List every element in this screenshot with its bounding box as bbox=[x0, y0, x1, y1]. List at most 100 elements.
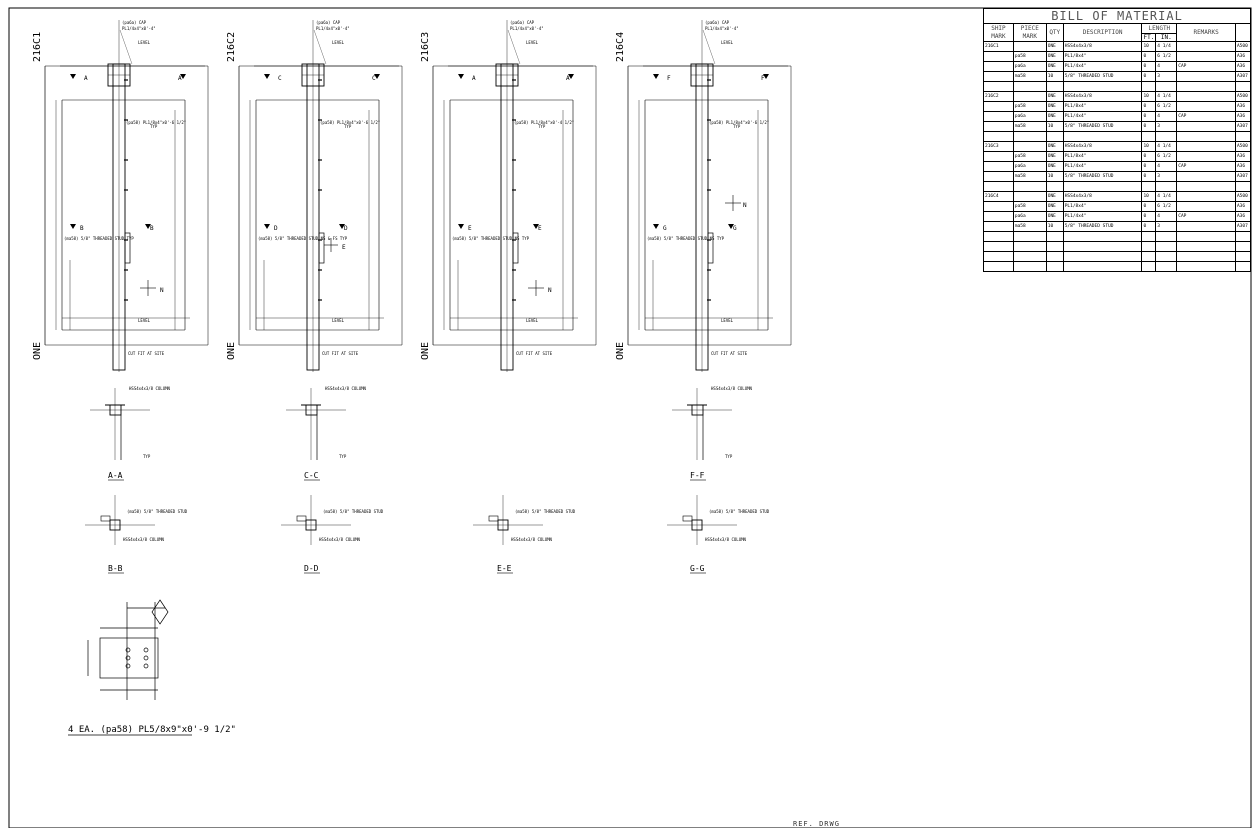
section-arrow bbox=[763, 74, 769, 79]
cap-callout: (pa6a) CAP bbox=[122, 20, 147, 25]
section-arrow bbox=[264, 224, 270, 229]
column-callout: HSS4x4x3/8 COLUMN bbox=[511, 537, 553, 542]
bom-cell-ft: 0 bbox=[1141, 151, 1157, 162]
bom-cell-in: 4 bbox=[1155, 211, 1178, 222]
section-arrow bbox=[728, 224, 734, 229]
typ-label: TYP bbox=[150, 124, 158, 129]
bom-cell-rem bbox=[1176, 51, 1236, 62]
bom-cell-desc: HSS4x4x3/8 bbox=[1062, 91, 1143, 102]
bom-cell-qty bbox=[1045, 131, 1064, 142]
site-note: CUT FIT AT SITE bbox=[711, 351, 748, 356]
bom-header-ft: FT. bbox=[1141, 33, 1157, 42]
section-label: A-A bbox=[108, 471, 123, 480]
bom-cell-piece bbox=[1012, 261, 1047, 272]
section-marker: D bbox=[274, 225, 278, 232]
section-marker: E bbox=[538, 225, 542, 232]
bom-cell-grade: A307 bbox=[1234, 71, 1252, 82]
section-marker: G bbox=[733, 225, 737, 232]
bom-cell-qty: ONE bbox=[1045, 151, 1064, 162]
clip-callout: (pa58) PL1/8x4"x0'-6 1/2" bbox=[320, 120, 380, 125]
bom-cell-in bbox=[1155, 261, 1178, 272]
bom-cell-ship bbox=[983, 131, 1014, 142]
north-label: N bbox=[743, 202, 747, 209]
bom-cell-desc: 5/8" THREADED STUD bbox=[1062, 171, 1143, 182]
bom-row bbox=[983, 81, 1252, 92]
leader-line bbox=[507, 29, 521, 65]
cap-callout: (pa6a) CAP bbox=[316, 20, 341, 25]
bom-cell-piece bbox=[1012, 131, 1047, 142]
stud-plate-section bbox=[100, 515, 111, 522]
bom-cell-ship: 216C4 bbox=[983, 191, 1014, 202]
bom-cell-grade bbox=[1234, 181, 1252, 192]
bom-cell-ship bbox=[983, 111, 1014, 122]
bom-cell-ship bbox=[983, 71, 1014, 82]
bom-cell-grade bbox=[1234, 231, 1252, 242]
bom-cell-in: 3 bbox=[1155, 221, 1178, 232]
bom-cell-ship bbox=[983, 171, 1014, 182]
bom-cell-in: 4 1/4 bbox=[1155, 141, 1178, 152]
stud-plate-section bbox=[488, 515, 499, 522]
bom-cell-rem bbox=[1176, 91, 1236, 102]
stud-callout: (ma58) 5/8" THREADED STUD NS TYP bbox=[452, 236, 530, 241]
bom-cell-grade: A36 bbox=[1234, 201, 1252, 212]
stud-callout: (ma58) 5/8" THREADED STUD TYP bbox=[64, 236, 134, 241]
bom-header-grade bbox=[1234, 23, 1252, 42]
bom-cell-in: 3 bbox=[1155, 71, 1178, 82]
elevation-base-label: ONE bbox=[420, 342, 431, 360]
bom-cell-grade bbox=[1234, 241, 1252, 252]
bom-cell-rem bbox=[1176, 181, 1236, 192]
bom-cell-in: 6 1/2 bbox=[1155, 51, 1178, 62]
bom-cell-rem bbox=[1176, 121, 1236, 132]
bom-cell-rem bbox=[1176, 261, 1236, 272]
site-note: CUT FIT AT SITE bbox=[322, 351, 359, 356]
bom-cell-qty: ONE bbox=[1045, 141, 1064, 152]
section-marker: C bbox=[372, 75, 376, 82]
bom-cell-ship: 216C1 bbox=[983, 41, 1014, 52]
bom-cell-piece: pa6a bbox=[1012, 161, 1047, 172]
elevation-mark: 216C1 bbox=[32, 32, 43, 62]
bom-cell-qty bbox=[1045, 261, 1064, 272]
bom-cell-desc: PL1/4x4" bbox=[1062, 111, 1143, 122]
bom-cell-grade: A500 bbox=[1234, 41, 1252, 52]
cap-plate-callout: PL1/4x4"x0'-4" bbox=[122, 26, 156, 31]
bom-cell-qty: 10 bbox=[1045, 171, 1064, 182]
bom-cell-rem: CAP bbox=[1176, 61, 1236, 72]
bom-cell-grade: A500 bbox=[1234, 141, 1252, 152]
section-arrow bbox=[264, 74, 270, 79]
bom-cell-grade bbox=[1234, 251, 1252, 262]
bom-header-length: LENGTH bbox=[1141, 23, 1178, 34]
bom-cell-ship: 216C3 bbox=[983, 141, 1014, 152]
leader-line bbox=[702, 29, 716, 65]
bom-cell-ship bbox=[983, 261, 1014, 272]
bom-cell-qty: ONE bbox=[1045, 101, 1064, 112]
bom-cell-desc: PL1/8x4" bbox=[1062, 101, 1143, 112]
cap-callout: (pa6a) CAP bbox=[510, 20, 535, 25]
bom-cell-rem: CAP bbox=[1176, 161, 1236, 172]
bom-cell-ft: 0 bbox=[1141, 111, 1157, 122]
bom-cell-qty: 10 bbox=[1045, 121, 1064, 132]
bom-cell-ship bbox=[983, 211, 1014, 222]
bom-cell-ship bbox=[983, 241, 1014, 252]
bom-cell-qty: ONE bbox=[1045, 161, 1064, 172]
section-arrow bbox=[458, 224, 464, 229]
bom-cell-desc: PL1/4x4" bbox=[1062, 211, 1143, 222]
bom-cell-piece: pa6a bbox=[1012, 111, 1047, 122]
bom-cell-piece: ma58 bbox=[1012, 171, 1047, 182]
bom-cell-desc bbox=[1062, 251, 1143, 262]
level-label: LEVEL bbox=[138, 318, 151, 323]
bom-row bbox=[983, 261, 1252, 272]
